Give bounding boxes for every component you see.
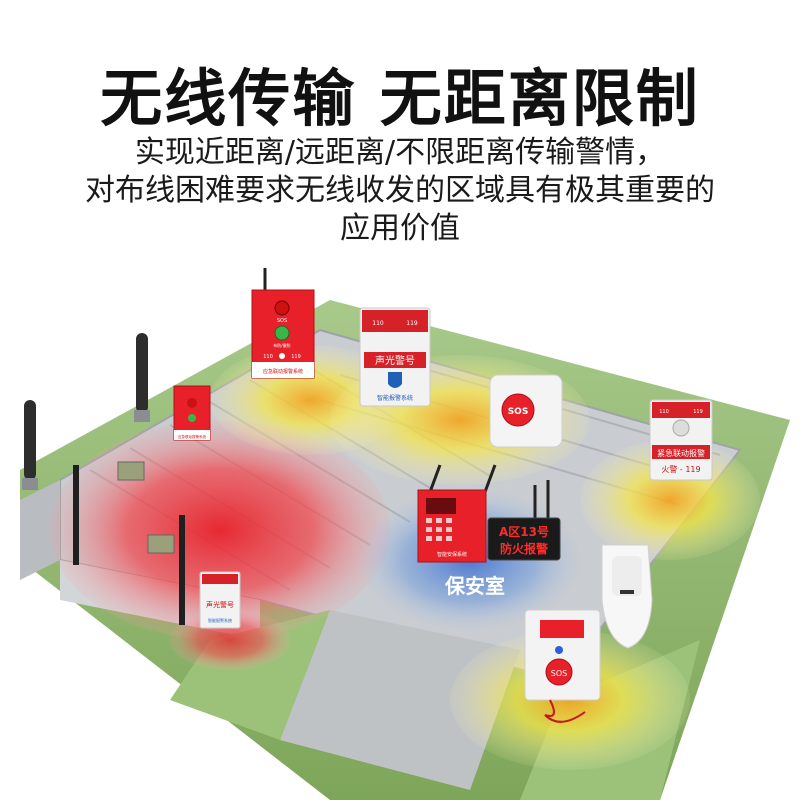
strobe-siren-left: 声光警号 智能报警系统 xyxy=(199,571,241,629)
shield-icon xyxy=(388,372,402,388)
sos-pendant-device: SOS xyxy=(524,609,601,723)
beam-post-left xyxy=(73,465,79,565)
strobe-center-name: 声光警号 xyxy=(375,354,415,367)
panel-top-footer: 应急联动报警系统 xyxy=(263,368,303,375)
strobe-center-footer: 智能报警系统 xyxy=(377,394,413,402)
sos-button-label: SOS xyxy=(508,407,529,417)
subline-1: 实现近距离/远距离/不限距离传输警情， xyxy=(134,135,666,170)
strobe-left-name: 声光警号 xyxy=(206,600,234,609)
strobe-center-110: 110 xyxy=(372,320,384,327)
panel-small-device: 应急联动报警系统 xyxy=(173,385,211,441)
strobe-left-footer: 智能报警系统 xyxy=(208,617,232,623)
strobe-siren-center: 110 119 声光警号 智能报警系统 xyxy=(359,307,431,407)
emergency-alarm-box: 110 119 紧急联动报警 火警 - 119 xyxy=(649,399,713,481)
emergency-box-119: 119 xyxy=(693,409,703,415)
factory-wall-left xyxy=(20,480,60,580)
subline-2: 对布线困难要求无线收发的区域具有极其重要的 xyxy=(85,173,715,208)
zone-yellow-right xyxy=(580,440,760,560)
relay-module-1 xyxy=(117,461,145,481)
factory-scene-illustration: SOS 布防/撤防 110 119 应急联动报警系统 应急联动报警系统 110 … xyxy=(20,268,790,800)
emergency-box-name: 紧急联动报警 xyxy=(657,448,705,458)
subline-3: 应用价值 xyxy=(340,211,460,246)
emergency-box-footer: 火警 - 119 xyxy=(661,464,700,474)
panel-small-footer: 应急联动报警系统 xyxy=(178,434,206,439)
beam-post-right xyxy=(179,515,185,625)
pir-motion-sensor xyxy=(601,544,653,649)
relay-module-2 xyxy=(147,534,175,554)
host-alarm-panel: 智能安保系统 xyxy=(417,464,497,563)
panel-top-sos: SOS xyxy=(277,318,287,324)
led-sign: A区13号 防火报警 xyxy=(487,480,561,561)
antenna-mid xyxy=(134,333,150,422)
emergency-box-110: 110 xyxy=(659,409,669,415)
plaza xyxy=(280,610,520,790)
sos-button-device: SOS xyxy=(489,374,563,448)
sos-pendant-label: SOS xyxy=(551,669,567,678)
panel-top-mode: 布防/撤防 xyxy=(273,342,290,348)
host-panel-footer: 智能安保系统 xyxy=(437,551,467,558)
antenna-left xyxy=(22,400,38,490)
led-sign-line-2: 防火报警 xyxy=(500,541,548,556)
led-sign-line-1: A区13号 xyxy=(499,524,549,539)
headline: 无线传输 无距离限制 xyxy=(100,62,700,135)
control-room-label: 保安室 xyxy=(444,574,505,598)
panel-top-left-key: 110 xyxy=(263,354,273,360)
panel-top-device: SOS 布防/撤防 110 119 应急联动报警系统 xyxy=(251,268,315,379)
panel-top-right-key: 119 xyxy=(291,354,301,360)
strobe-center-119: 119 xyxy=(406,320,418,327)
